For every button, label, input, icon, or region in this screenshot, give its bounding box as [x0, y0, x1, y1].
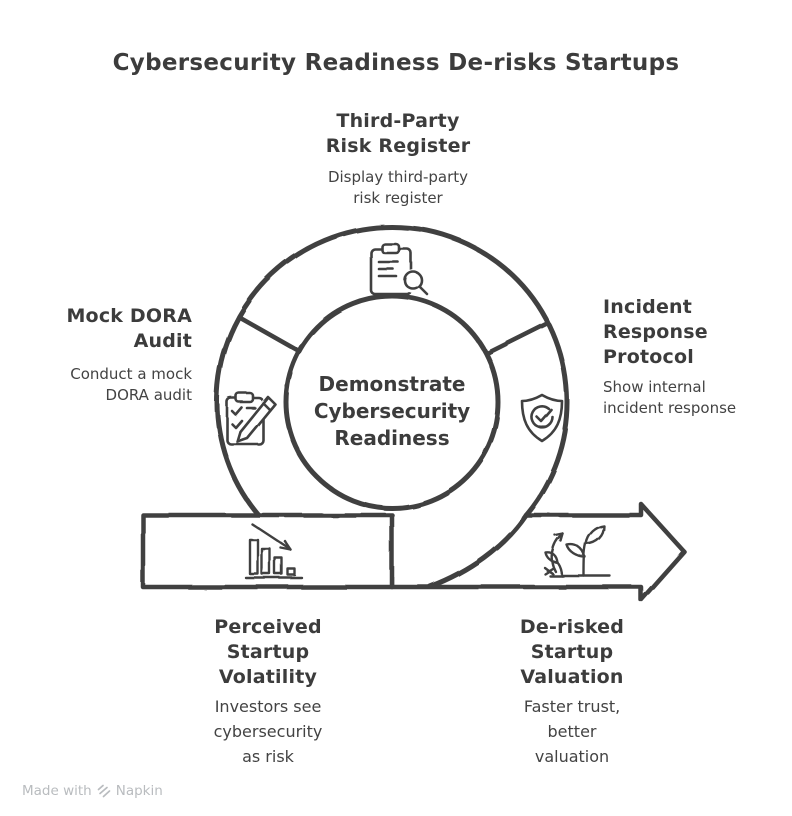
node-bottom-right-title: De-risked Startup Valuation	[519, 616, 625, 688]
clipboard-search-icon	[369, 242, 429, 296]
segment-divider-right	[483, 320, 551, 357]
ring-outer-arc	[214, 224, 570, 518]
shield-check-icon	[520, 393, 564, 443]
center-label: Demonstrate Cybersecurity Readiness	[313, 372, 471, 450]
clipboard-pencil-icon	[225, 391, 277, 446]
watermark: Made with Napkin	[22, 783, 163, 799]
napkin-logo-icon	[97, 784, 111, 798]
growth-sprout-icon	[543, 524, 612, 578]
node-right-title: Incident Response Protocol	[603, 296, 708, 368]
node-bottom-right-subtitle: Faster trust, better valuation	[523, 697, 621, 766]
node-left-subtitle: Conduct a mock DORA audit	[70, 365, 192, 404]
ring-tail-curve	[427, 512, 529, 589]
segment-divider-left	[236, 314, 302, 354]
node-right-subtitle: Show internal incident response	[603, 378, 737, 417]
watermark-made-with: Made with	[22, 783, 92, 799]
node-bottom-left-title: Perceived Startup Volatility	[214, 616, 322, 688]
arrow-band-left	[140, 512, 395, 590]
page-title: Cybersecurity Readiness De-risks Startup…	[112, 50, 680, 76]
node-left-title: Mock DORA Audit	[66, 305, 192, 352]
declining-bars-icon	[244, 522, 304, 580]
ring-inner-circle	[283, 293, 501, 511]
node-bottom-left-subtitle: Investors see cybersecurity as risk	[213, 697, 323, 766]
node-top-subtitle: Display third-party risk register	[327, 168, 469, 207]
node-top-title: Third-Party Risk Register	[325, 110, 471, 157]
watermark-brand: Napkin	[115, 783, 163, 799]
